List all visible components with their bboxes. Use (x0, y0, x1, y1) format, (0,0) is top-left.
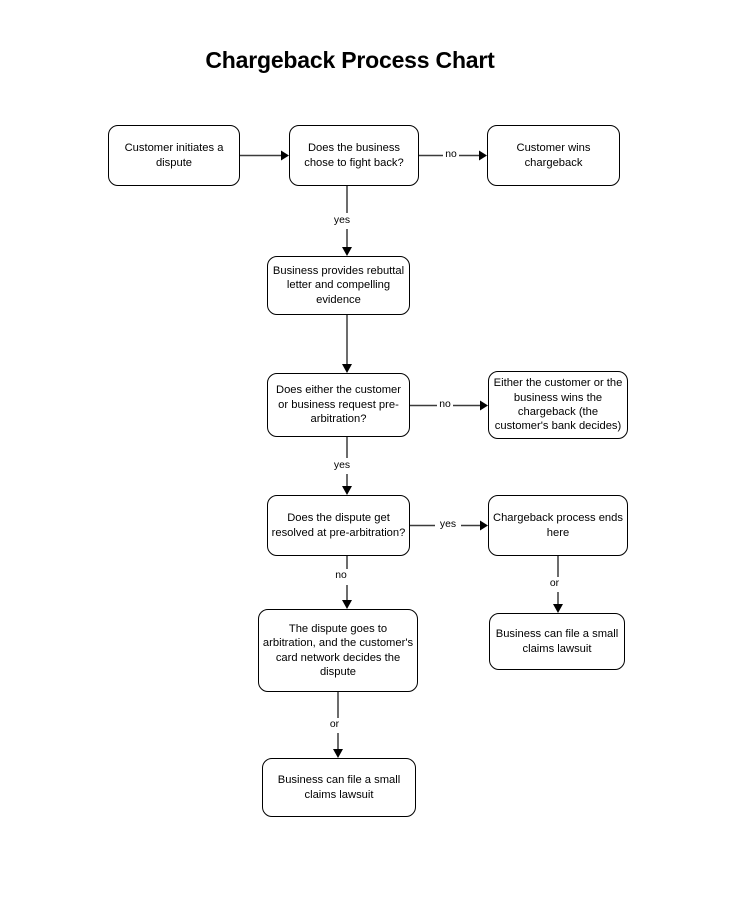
node-label: Business provides rebuttal letter and co… (272, 264, 405, 306)
arrowhead-n5-n6 (480, 400, 488, 411)
node-label: Does the dispute get resolved at pre-arb… (271, 512, 406, 539)
node-label: Business can file a small claims lawsuit (495, 628, 619, 655)
node-small-claims-lawsuit-bottom[interactable]: Business can file a small claims lawsuit (262, 758, 416, 817)
node-small-claims-lawsuit-right[interactable]: Business can file a small claims lawsuit (489, 613, 625, 670)
arrowhead-n5-n7 (342, 486, 352, 495)
node-customer-initiates-dispute[interactable]: Customer initiates a dispute (108, 125, 240, 186)
edge-label-text: yes (439, 519, 457, 530)
arrowhead-n7-n8 (480, 520, 488, 531)
edge-label-yes-rebuttal: yes (331, 215, 353, 227)
arrowhead-n2-n4 (342, 247, 352, 256)
edge-label-yes-dispute-resolved: yes (331, 460, 353, 472)
arrowhead-n1-n2 (281, 150, 289, 161)
node-label: Either the customer or the business wins… (493, 377, 623, 433)
node-business-fight-back-decision[interactable]: Does the business chose to fight back? (289, 125, 419, 186)
node-label: Business can file a small claims lawsuit (277, 774, 401, 801)
edge-label-no-arbitration: no (333, 570, 349, 582)
arrowhead-n2-n3 (479, 150, 487, 161)
node-customer-wins-chargeback[interactable]: Customer wins chargeback (487, 125, 620, 186)
edge-label-text: no (445, 149, 457, 160)
node-chargeback-process-ends[interactable]: Chargeback process ends here (488, 495, 628, 556)
arrowhead-n8-n10 (553, 604, 563, 613)
node-dispute-resolved-decision[interactable]: Does the dispute get resolved at pre-arb… (267, 495, 410, 556)
edge-label-or-lawsuit-bottom: or (327, 719, 342, 731)
node-label: Does the business chose to fight back? (304, 142, 404, 169)
arrowhead-n9-n11 (333, 749, 343, 758)
edge-label-text: yes (333, 460, 351, 471)
node-business-provides-rebuttal[interactable]: Business provides rebuttal letter and co… (267, 256, 410, 315)
node-pre-arbitration-request-decision[interactable]: Does either the customer or business req… (267, 373, 410, 437)
edge-label-or-lawsuit-right: or (547, 578, 562, 590)
edge-label-text: or (329, 719, 340, 730)
edge-label-text: no (439, 399, 451, 410)
arrowhead-n7-n9 (342, 600, 352, 609)
page-title: Chargeback Process Chart (205, 47, 495, 73)
edge-label-text: yes (333, 215, 351, 226)
node-bank-decides-chargeback[interactable]: Either the customer or the business wins… (488, 371, 628, 439)
edge-label-no-bank-decides: no (437, 399, 453, 411)
arrowhead-n4-n5 (342, 364, 352, 373)
edge-label-text: or (549, 578, 560, 589)
node-label: Chargeback process ends here (493, 512, 623, 539)
node-label: Does either the customer or business req… (276, 384, 401, 426)
node-dispute-goes-to-arbitration[interactable]: The dispute goes to arbitration, and the… (258, 609, 418, 692)
node-label: Customer wins chargeback (516, 142, 591, 169)
edge-label-text: no (335, 570, 347, 581)
edge-label-yes-process-ends: yes (435, 519, 461, 531)
node-label: Customer initiates a dispute (124, 142, 224, 169)
edge-label-no-customer-wins: no (443, 149, 459, 161)
node-label: The dispute goes to arbitration, and the… (262, 622, 414, 678)
